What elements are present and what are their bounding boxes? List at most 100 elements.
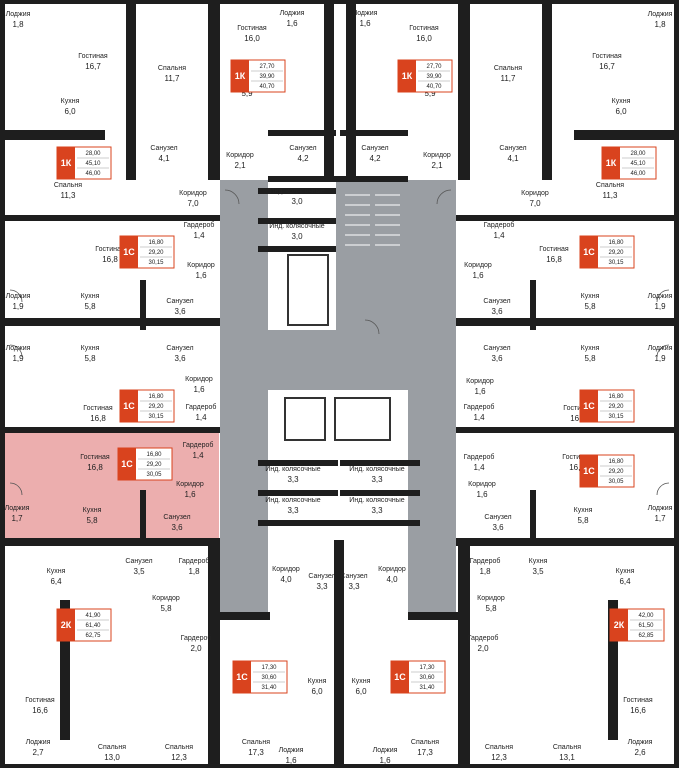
apartment-area-3: 31,40: [419, 685, 435, 691]
room-label: Санузел: [499, 145, 526, 152]
room-label: Санузел: [308, 573, 335, 580]
room-label: Инд. колясочные: [349, 497, 404, 504]
selected-apartment-highlight[interactable]: [3, 430, 219, 540]
badge-type-box: [602, 147, 620, 179]
room-label: Лоджия: [279, 747, 304, 754]
apartment-badge[interactable]: 1С 17,30 30,60 31,40: [390, 660, 446, 694]
apartment-type: 1С: [394, 672, 406, 682]
room-label: Коридор: [187, 262, 215, 269]
room-area: 3,5: [532, 567, 544, 576]
room-area: 1,8: [654, 20, 666, 29]
room-area: 1,6: [476, 490, 488, 499]
apartment-area-2: 29,20: [148, 404, 164, 410]
room-area: 4,0: [280, 575, 292, 584]
apartment-area-1: 16,80: [608, 459, 624, 465]
room-area: 4,0: [386, 575, 398, 584]
apartment-area-3: 30,15: [148, 414, 164, 420]
room-area: 1,6: [184, 490, 196, 499]
apartment-area-2: 39,90: [259, 74, 275, 80]
badge-type-box: [231, 60, 249, 92]
apartment-area-1: 17,30: [419, 665, 435, 671]
room-label: Гардероб: [181, 634, 212, 642]
room-label: Спальня: [158, 65, 186, 72]
room-label: Инд. колясочные: [269, 188, 324, 195]
room-label: Коридор: [179, 190, 207, 197]
room-label: Спальня: [596, 182, 624, 189]
room-label: Спальня: [553, 744, 581, 751]
doors: [9, 189, 670, 496]
room-area: 5,8: [84, 354, 96, 363]
apartment-area-1: 16,80: [608, 240, 624, 246]
badge-type-box: [580, 390, 598, 422]
apartment-area-2: 45,10: [85, 161, 101, 167]
room-area: 5,8: [485, 604, 497, 613]
room-area: 16,6: [32, 706, 48, 715]
room-area: 7,0: [529, 199, 541, 208]
lift-hall: [268, 330, 408, 390]
room-label: Инд. колясочные: [265, 497, 320, 504]
room-area: 1,8: [188, 567, 200, 576]
room-area: 5,8: [86, 516, 98, 525]
room-area: 3,5: [133, 567, 145, 576]
room-label: Санузел: [166, 345, 193, 352]
apartment-area-1: 16,80: [608, 394, 624, 400]
apartment-area-2: 29,20: [608, 250, 624, 256]
room-label: Коридор: [468, 481, 496, 488]
room-area: 16,8: [569, 463, 585, 472]
room-label: Гостиная: [95, 246, 125, 253]
apartment-area-1: 16,80: [146, 452, 162, 458]
badge-type-box: [391, 661, 409, 693]
room-label: Гардероб: [484, 221, 515, 229]
room-area: 3,6: [174, 354, 186, 363]
badge-type-box: [580, 455, 598, 487]
room-label: Кухня: [616, 568, 635, 575]
apartment-area-2: 30,60: [419, 675, 435, 681]
room-area: 16,0: [244, 34, 260, 43]
room-label: Лоджия: [648, 11, 673, 18]
room-area: 11,7: [501, 74, 517, 83]
badge-type-box: [610, 609, 628, 641]
room-label: Гостиная: [83, 405, 113, 412]
room-area: 16,7: [599, 62, 615, 71]
apartment-area-3: 62,85: [638, 633, 654, 639]
room-label: Спальня: [165, 744, 193, 751]
stair-lift-core: [220, 180, 268, 612]
room-label: Инд. колясочные: [265, 466, 320, 473]
